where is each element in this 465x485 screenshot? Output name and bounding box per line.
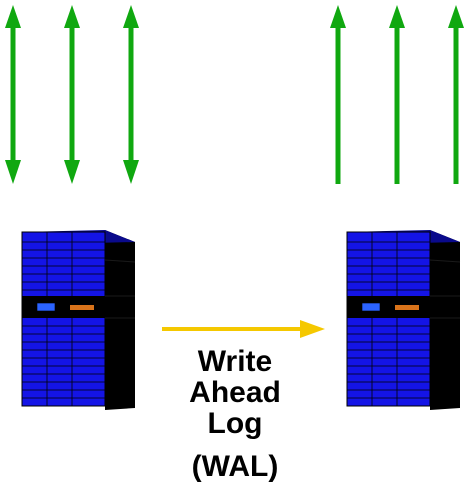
wal-label-line1: Write xyxy=(197,345,273,378)
up-arrow-icon xyxy=(389,5,405,184)
replica-server-icon xyxy=(346,229,461,411)
up-arrow-icon xyxy=(448,5,464,184)
bidirectional-arrow-icon xyxy=(64,5,80,184)
right-arrows xyxy=(330,5,464,184)
left-arrows xyxy=(5,5,139,184)
wal-label-line3: Log xyxy=(207,407,263,440)
bidirectional-arrow-icon xyxy=(5,5,21,184)
wal-label-line2: Ahead xyxy=(189,376,281,409)
bidirectional-arrow-icon xyxy=(123,5,139,184)
wal-arrow-icon xyxy=(162,320,325,338)
up-arrow-icon xyxy=(330,5,346,184)
wal-label-line4: (WAL) xyxy=(191,450,279,483)
primary-server-icon xyxy=(21,229,136,411)
